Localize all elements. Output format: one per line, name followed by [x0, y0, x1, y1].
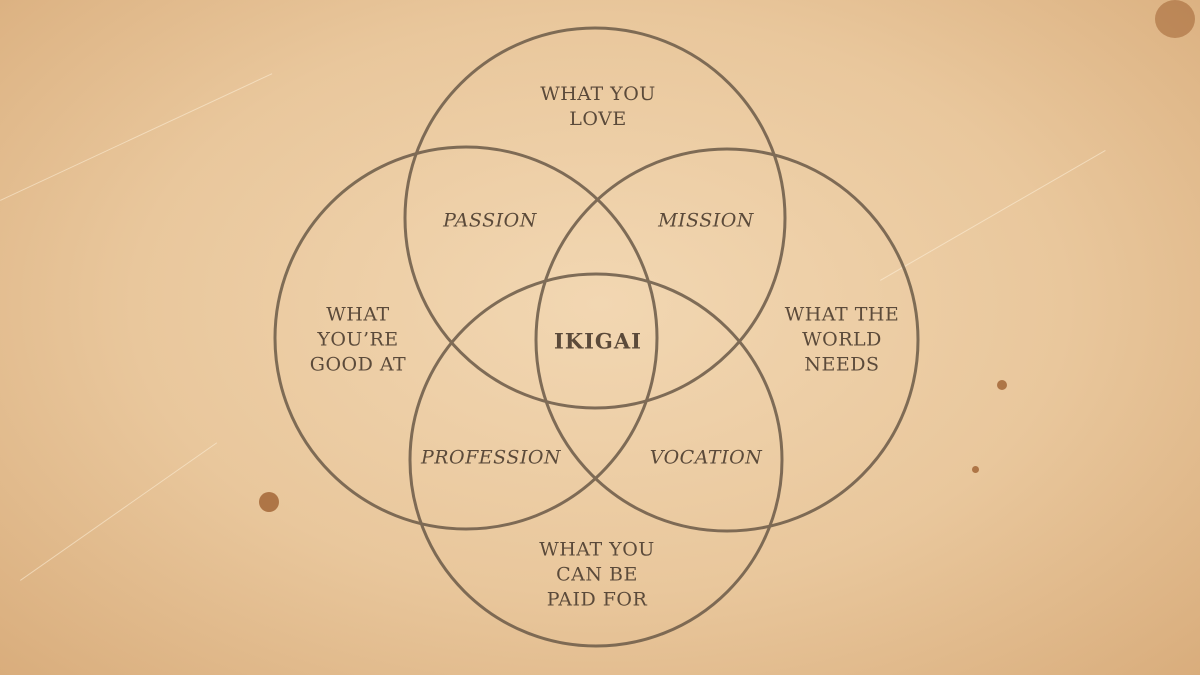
- circle-what-you-can-be-paid-for: [408, 272, 784, 648]
- label-what-the-world-needs: WHAT THE WORLD NEEDS: [784, 303, 900, 376]
- label-what-youre-good-at: WHAT YOU’RE GOOD AT: [309, 303, 407, 376]
- label-what-you-can-be-paid-for: WHAT YOU CAN BE PAID FOR: [539, 538, 655, 611]
- label-passion: PASSION: [443, 209, 537, 232]
- label-vocation: VOCATION: [649, 446, 763, 469]
- paper-stain: [997, 380, 1007, 390]
- circle-what-the-world-needs: [534, 147, 920, 533]
- label-ikigai: IKIGAI: [554, 328, 642, 354]
- label-what-you-love: WHAT YOU LOVE: [540, 83, 656, 130]
- circle-what-you-love: [403, 26, 787, 410]
- paper-stain: [1155, 0, 1195, 38]
- paper-stain: [972, 466, 979, 473]
- label-mission: MISSION: [658, 209, 754, 232]
- paper-stain: [259, 492, 279, 512]
- circle-what-youre-good-at: [273, 145, 659, 531]
- label-profession: PROFESSION: [420, 446, 562, 469]
